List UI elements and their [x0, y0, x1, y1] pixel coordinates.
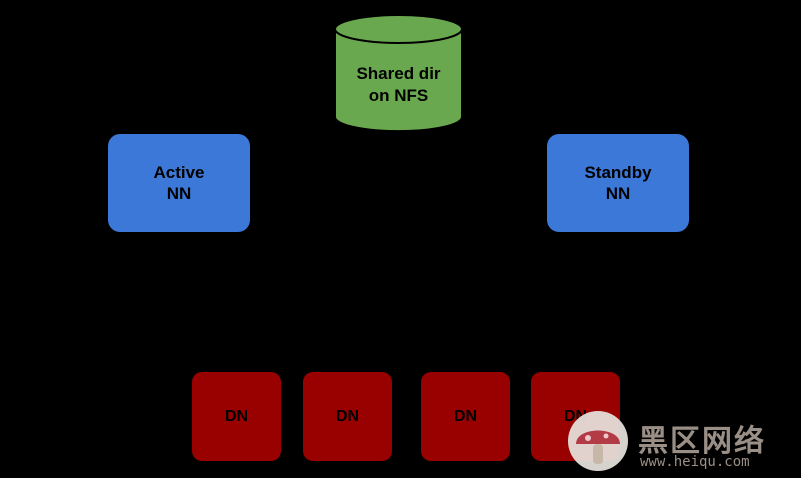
standby-namenode: Standby NN [547, 134, 689, 232]
datanode-label: DN [335, 407, 360, 425]
datanode-3: DN [421, 372, 510, 461]
active-nn-label-line1: Active [153, 163, 205, 182]
watermark: 黑区网络 www.heiqu.com [562, 408, 801, 478]
storage-label-line1: Shared dir [356, 64, 441, 83]
standby-nn-label-line1: Standby [584, 163, 652, 182]
storage-label-line2: on NFS [368, 86, 429, 105]
watermark-brand: 黑区网络 [638, 424, 766, 459]
active-nn-label-line2: NN [166, 184, 192, 203]
watermark-url: www.heiqu.com [640, 454, 750, 470]
datanode-1: DN [192, 372, 281, 461]
database-cylinder-icon [334, 14, 463, 133]
mushroom-logo-icon [568, 411, 628, 471]
shared-nfs-storage: Shared dir on NFS [333, 13, 464, 133]
datanode-label: DN [453, 407, 478, 425]
datanode-2: DN [303, 372, 392, 461]
datanode-label: DN [224, 407, 249, 425]
active-namenode: Active NN [108, 134, 250, 232]
standby-nn-label-line2: NN [605, 184, 631, 203]
storage-label: Shared dir on NFS [333, 63, 464, 107]
